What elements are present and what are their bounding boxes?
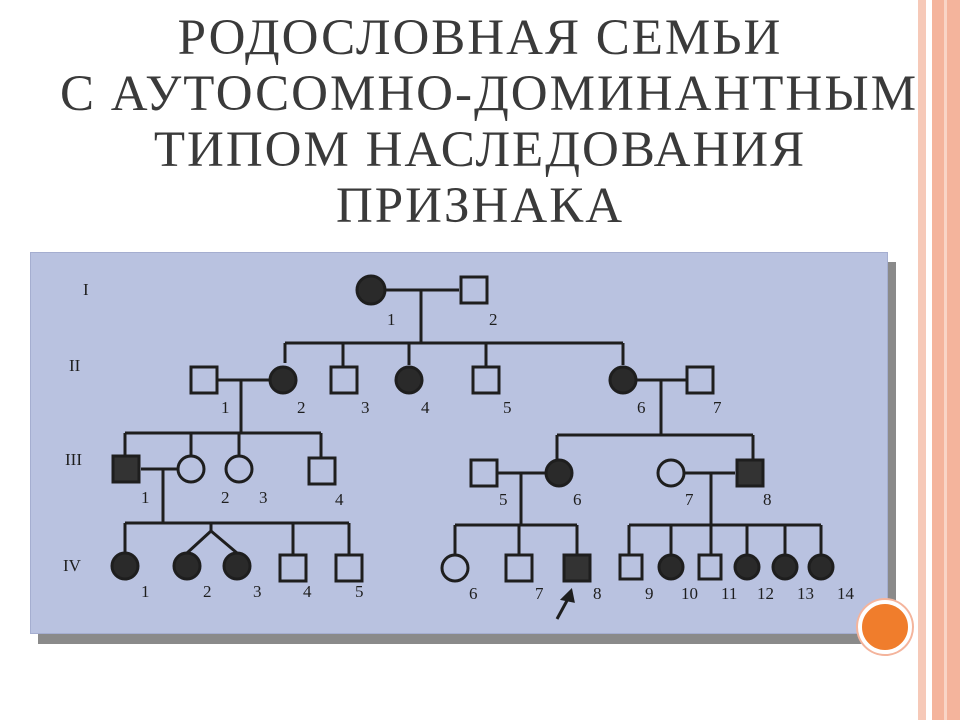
num-II-1: 1 [221,398,230,417]
pedigree-figure: I II III IV 1 2 1 2 3 4 5 6 7 1 2 3 4 5 [30,252,896,644]
pedigree-individuals [110,274,835,583]
gen-label-IV: IV [63,556,82,575]
person-I-1 [355,274,387,306]
num-III-7: 7 [685,490,694,509]
num-IV-5: 5 [355,582,364,601]
num-IV-13: 13 [797,584,814,603]
person-II-4 [394,365,424,395]
pedigree-image: I II III IV 1 2 1 2 3 4 5 6 7 1 2 3 4 5 [30,252,888,634]
num-IV-6: 6 [469,584,478,603]
title-line-4: ПРИЗНАКА [335,178,625,234]
person-II-7 [685,365,715,395]
person-IV-12 [733,553,761,581]
num-IV-9: 9 [645,584,654,603]
person-IV-11 [697,553,723,581]
num-III-3: 3 [259,488,268,507]
num-III-4: 4 [335,490,344,509]
person-IV-1 [110,551,140,581]
person-IV-9 [618,553,644,581]
title-line-2: С АУТОСОМНО-ДОМИНАНТНЫМ [60,66,919,122]
num-IV-8: 8 [593,584,602,603]
num-II-5: 5 [503,398,512,417]
num-IV-14: 14 [837,584,855,603]
person-IV-7 [504,553,534,583]
num-IV-1: 1 [141,582,150,601]
num-II-4: 4 [421,398,430,417]
num-IV-12: 12 [757,584,774,603]
pedigree-lines [123,288,823,555]
person-III-1 [111,454,141,484]
person-II-5 [471,365,501,395]
person-IV-6 [440,553,470,583]
gen-label-I: I [83,280,89,299]
num-III-6: 6 [573,490,582,509]
person-IV-13 [771,553,799,581]
person-I-2 [459,275,489,305]
num-II-2: 2 [297,398,306,417]
num-III-5: 5 [499,490,508,509]
decor-stripe [918,0,926,720]
num-II-7: 7 [713,398,722,417]
person-III-8 [735,458,765,488]
person-II-3 [329,365,359,395]
num-IV-2: 2 [203,582,212,601]
pedigree-chart: I II III IV 1 2 1 2 3 4 5 6 7 1 2 3 4 5 [63,274,855,620]
person-IV-4 [278,553,308,583]
person-III-4 [307,456,337,486]
person-III-5 [469,458,499,488]
title-line-1: РОДОСЛОВНАЯ СЕМЬИ [177,10,783,66]
proband-arrow-icon [555,587,575,620]
person-III-6 [544,458,574,488]
num-III-8: 8 [763,490,772,509]
accent-dot [858,600,912,654]
gen-label-III: III [65,450,82,469]
person-IV-10 [657,553,685,581]
person-IV-3 [222,551,252,581]
num-IV-7: 7 [535,584,544,603]
person-IV-14 [807,553,835,581]
num-I-2: 2 [489,310,498,329]
num-IV-3: 3 [253,582,262,601]
person-IV-5 [334,553,364,583]
decor-stripe-gap [926,0,932,720]
num-IV-10: 10 [681,584,698,603]
num-III-1: 1 [141,488,150,507]
person-IV-8 [562,553,592,583]
num-IV-11: 11 [721,584,737,603]
person-III-3 [224,454,254,484]
person-II-6 [608,365,638,395]
num-II-6: 6 [637,398,646,417]
slide-title: РОДОСЛОВНАЯ СЕМЬИ С АУТОСОМНО-ДОМИНАНТНЫ… [60,10,919,234]
num-III-2: 2 [221,488,230,507]
title-line-3: ТИПОМ НАСЛЕДОВАНИЯ [153,122,807,178]
num-IV-4: 4 [303,582,312,601]
gen-label-II: II [69,356,81,375]
person-III-2 [176,454,206,484]
decor-stripe-thin [944,0,947,720]
person-II-2 [268,365,298,395]
person-II-1 [189,365,219,395]
generation-labels: I II III IV [63,280,89,575]
person-IV-2 [172,551,202,581]
num-I-1: 1 [387,310,396,329]
person-III-7 [656,458,686,488]
individual-numbers: 1 2 1 2 3 4 5 6 7 1 2 3 4 5 6 7 8 1 2 3 [141,310,855,603]
num-II-3: 3 [361,398,370,417]
